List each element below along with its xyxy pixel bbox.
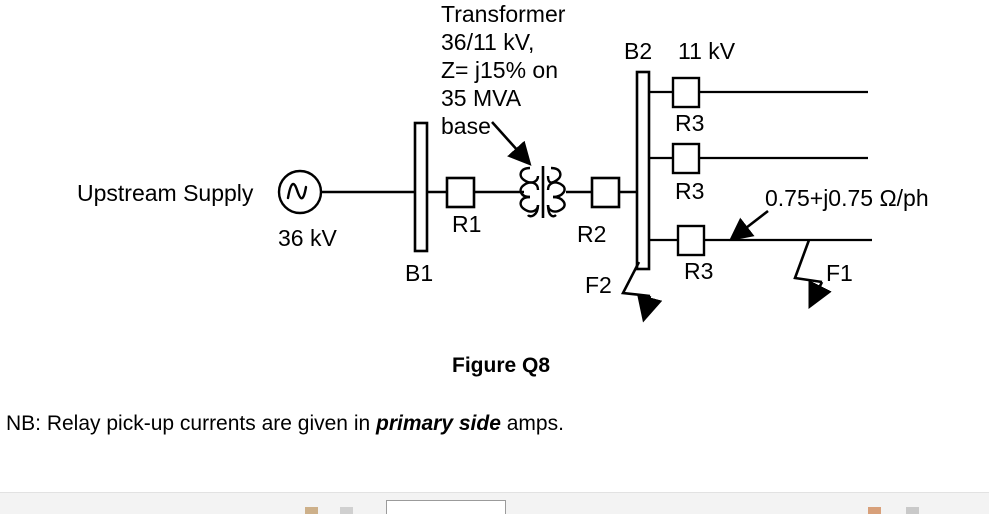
label-relay-r3-feeder2: R3 [675, 178, 705, 204]
label-relay-r3-feeder3: R3 [684, 258, 714, 284]
label-relay-r2: R2 [577, 221, 607, 247]
label-transformer-rating: Transformer 36/11 kV, Z= j15% on 35 MVA … [441, 1, 566, 139]
fault-symbol-f1 [793, 239, 832, 309]
label-upstream-supply: Upstream Supply [77, 180, 254, 206]
taskbar-search-box[interactable] [386, 500, 506, 514]
label-feeder-impedance: 0.75+j0.75 Ω/ph [765, 185, 929, 211]
label-source-voltage: 36 kV [278, 225, 337, 251]
figure-q8-diagram: Upstream Supply 36 kV B1 Transformer 36/… [6, 1, 929, 436]
fault-symbol-f2 [620, 261, 663, 323]
transformer-callout-arrow [491, 121, 532, 166]
single-line-diagram-svg [277, 70, 872, 323]
impedance-callout-arrow [728, 209, 769, 242]
label-relay-r3-feeder1: R3 [675, 110, 705, 136]
ac-source-symbol [277, 169, 323, 215]
label-fault-f1: F1 [826, 260, 853, 286]
transformer-symbol [519, 166, 566, 218]
figure-note: NB: Relay pick-up currents are given in … [6, 412, 564, 436]
taskbar-icon-4[interactable] [340, 507, 353, 514]
figure-caption: Figure Q8 [452, 354, 551, 377]
taskbar-icon-2[interactable] [906, 507, 919, 514]
feeder-3 [649, 224, 872, 257]
figure-note-prefix: NB: Relay pick-up currents are given in [6, 412, 376, 435]
figure-note-suffix: amps. [500, 412, 564, 435]
busbar-b2 [635, 70, 651, 271]
feeder-2 [649, 142, 868, 175]
relay-box-r2 [590, 176, 621, 209]
label-bus-b2: B2 [624, 38, 653, 64]
label-relay-r1: R1 [452, 211, 482, 237]
relay-box-r3-feeder3 [676, 224, 706, 257]
relay-box-r3-feeder1 [671, 76, 701, 109]
relay-box-r3-feeder2 [671, 142, 701, 175]
feeder-1 [649, 76, 868, 109]
label-bus2-voltage: 11 kV [678, 38, 736, 64]
taskbar-icon-3[interactable] [305, 507, 318, 514]
taskbar[interactable] [0, 492, 989, 514]
label-bus-b1: B1 [405, 260, 434, 286]
relay-box-r1 [445, 176, 476, 209]
taskbar-icon-1[interactable] [868, 507, 881, 514]
figure-note-emphasis: primary side [376, 412, 501, 435]
label-fault-f2: F2 [585, 272, 612, 298]
busbar-b1 [413, 121, 429, 253]
